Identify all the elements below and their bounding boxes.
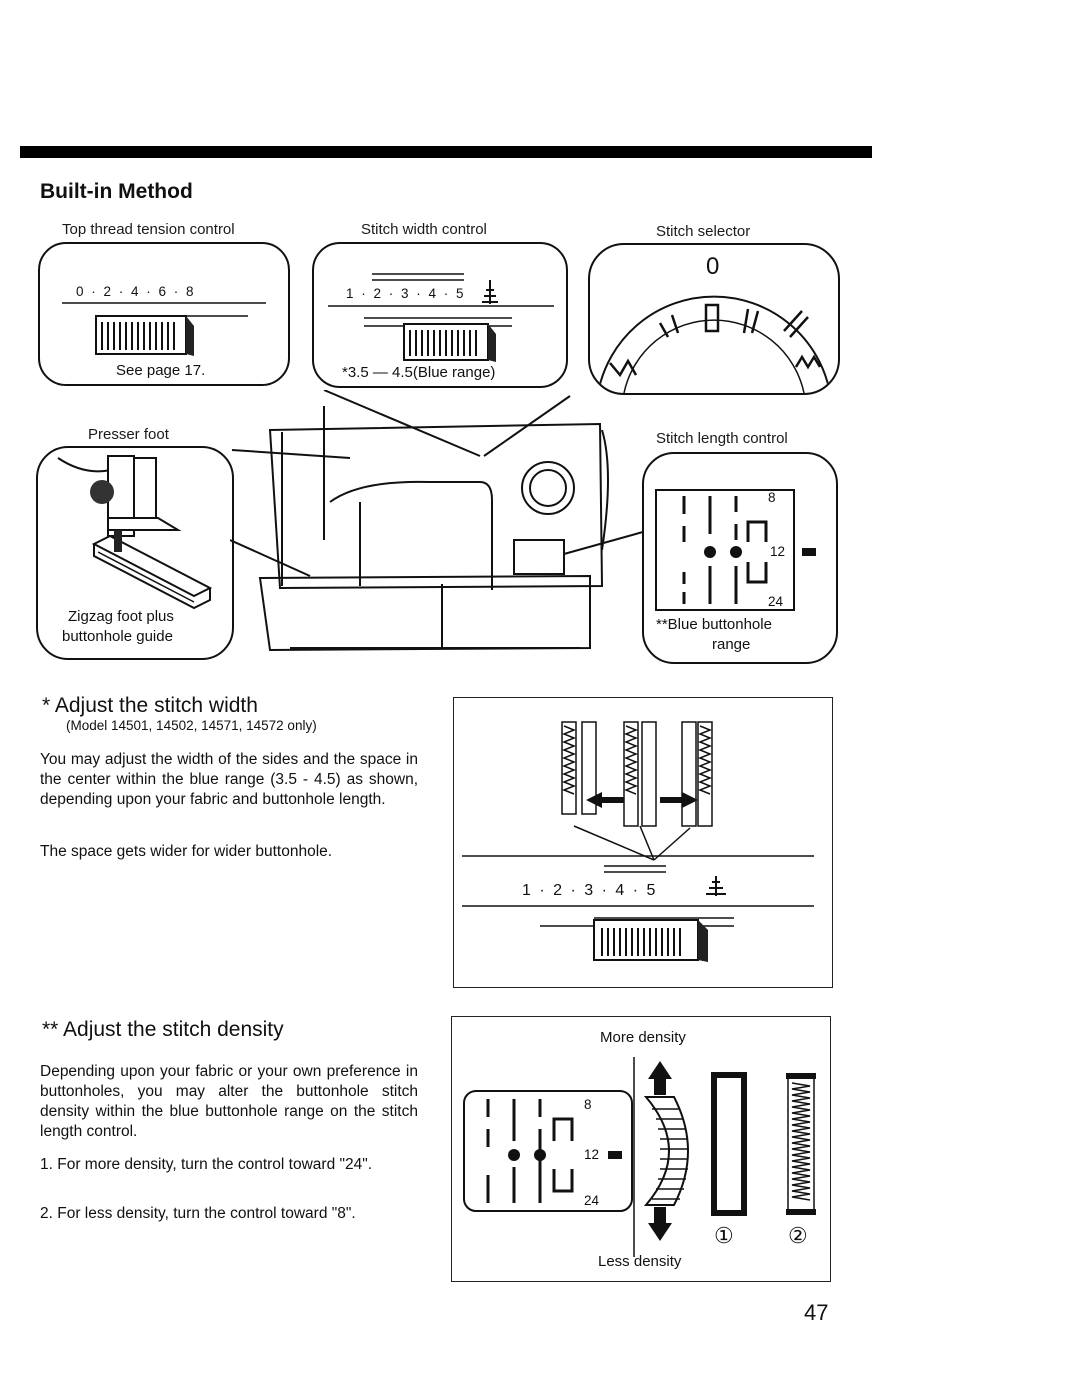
less-density-label: Less density <box>598 1253 682 1270</box>
zigzag-label-line1: Zigzag foot plus <box>68 608 174 625</box>
width-dial-illustration <box>328 273 554 362</box>
width-figure-box: 1 · 2 · 3 · 4 · 5 <box>453 697 833 988</box>
header-rule <box>20 146 872 158</box>
density-figure-box: More density Less density 8 12 24 ① ② <box>451 1016 831 1282</box>
width-heading: * Adjust the stitch width <box>42 694 258 717</box>
stitch-width-panel: 1 · 2 · 3 · 4 · 5 *3.5 — 4.5(Blue range) <box>312 242 568 388</box>
density-figure-illustration <box>463 1057 816 1257</box>
tension-dial-illustration <box>62 302 266 356</box>
density-item2: 2. For less density, turn the control to… <box>40 1205 356 1222</box>
presser-foot-illustration <box>57 455 213 610</box>
tension-scale: 0 · 2 · 4 · 6 · 8 <box>76 284 196 299</box>
presser-foot-label: Presser foot <box>88 426 169 443</box>
density-item1: 1. For more density, turn the control to… <box>40 1156 373 1173</box>
density-paragraph: Depending upon your fabric or your own p… <box>40 1063 418 1140</box>
tension-note: See page 17. <box>116 362 206 379</box>
width-figure-illustration <box>462 721 814 962</box>
density-heading: ** Adjust the stitch density <box>42 1018 284 1041</box>
selector-value: 0 <box>706 253 720 280</box>
stitch-length-label: Stitch length control <box>656 430 788 447</box>
more-density-label: More density <box>600 1029 686 1046</box>
top-thread-tension-panel: 0 · 2 · 4 · 6 · 8 See page 17. <box>38 242 290 386</box>
section-title: Built-in Method <box>40 180 193 203</box>
length-mark-24: 24 <box>768 594 784 609</box>
width-scale: 1 · 2 · 3 · 4 · 5 <box>346 286 466 301</box>
page-number: 47 <box>804 1300 829 1325</box>
stitch-selector-label: Stitch selector <box>656 223 751 240</box>
width-paragraph1: You may adjust the width of the sides an… <box>40 751 418 808</box>
presser-foot-panel: Zigzag foot plus buttonhole guide <box>36 446 234 660</box>
stitch-length-dial-illustration <box>655 489 816 611</box>
density-mark-12: 12 <box>584 1147 600 1162</box>
sewing-machine-illustration <box>230 390 650 652</box>
top-thread-label: Top thread tension control <box>62 221 235 238</box>
width-models: (Model 14501, 14502, 14571, 14572 only) <box>66 718 317 733</box>
selector-dial-illustration <box>597 295 831 393</box>
marker-1: ① <box>714 1223 734 1248</box>
width-figure-scale: 1 · 2 · 3 · 4 · 5 <box>522 882 658 899</box>
stitch-selector-panel: 0 <box>588 243 840 395</box>
length-mark-12: 12 <box>770 544 786 559</box>
stitch-width-label: Stitch width control <box>361 221 487 238</box>
density-mark-24: 24 <box>584 1193 600 1208</box>
blue-buttonhole-line1: **Blue buttonhole <box>656 616 772 633</box>
stitch-length-panel: 8 12 24 **Blue buttonhole range <box>642 452 838 664</box>
zigzag-label-line2: buttonhole guide <box>62 628 173 645</box>
width-note: *3.5 — 4.5(Blue range) <box>342 364 496 381</box>
blue-buttonhole-line2: range <box>712 636 751 653</box>
density-mark-8: 8 <box>584 1097 592 1112</box>
length-mark-8: 8 <box>768 490 776 505</box>
marker-2: ② <box>788 1223 808 1248</box>
width-paragraph2: The space gets wider for wider buttonhol… <box>40 843 333 860</box>
